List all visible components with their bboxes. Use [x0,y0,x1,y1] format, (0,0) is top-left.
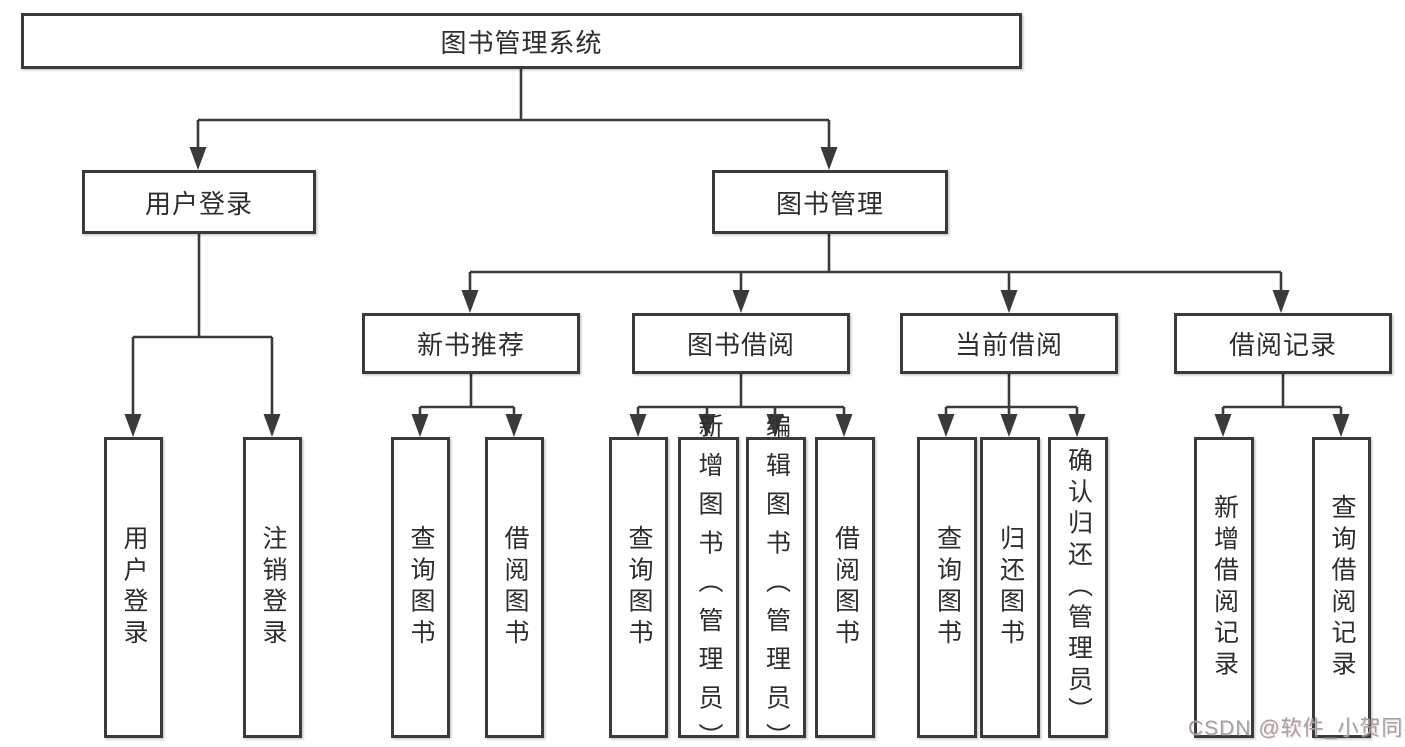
leaf-return-books: 归还图书 [980,437,1040,738]
leaf-edit-books-admin: 编辑图书（管理员） [746,413,806,747]
leaf-query-borrow-record: 查询借阅记录 [1312,437,1371,738]
node-book-borrowing-label: 图书借阅 [686,330,795,360]
node-borrowing-records: 借阅记录 [1174,313,1392,374]
node-borrowing-records-label: 借阅记录 [1228,330,1337,360]
leaf-user-login-label: 用户登录 [120,525,148,650]
leaf-query-books-borrowing: 查询图书 [609,437,668,738]
leaf-user-login: 用户登录 [104,437,163,738]
leaf-confirm-return-admin: 确认归还（管理员） [1048,437,1108,738]
leaf-confirm-return-admin-label: 确认归还（管理员） [1064,446,1093,729]
node-book-borrowing: 图书借阅 [632,313,850,374]
leaf-query-books-borrowing-label: 查询图书 [625,525,653,650]
leaf-query-books-recommend: 查询图书 [391,437,450,738]
node-root-label: 图书管理系统 [440,27,603,58]
leaf-borrow-books-recommend: 借阅图书 [485,437,544,738]
node-user-login-label: 用户登录 [144,188,253,219]
csdn-watermark: CSDN @软件_小贺同学 [1188,717,1405,740]
connector-path [131,69,1343,418]
arrowheads [124,147,1350,437]
leaf-logout: 注销登录 [243,437,302,738]
leaf-borrow-books-recommend-label: 借阅图书 [501,525,529,650]
leaf-borrow-books-borrowing: 借阅图书 [815,437,875,738]
leaf-edit-books-admin-label: 编辑图书（管理员） [762,413,791,747]
leaf-query-books-recommend-label: 查询图书 [407,525,435,650]
node-current-borrowing-label: 当前借阅 [954,330,1063,360]
node-user-login: 用户登录 [82,170,316,234]
leaf-add-borrow-record-label: 新增借阅记录 [1210,493,1239,682]
leaf-add-books-admin: 新增图书（管理员） [678,413,739,747]
leaf-borrow-books-borrowing-label: 借阅图书 [831,525,860,650]
node-new-book-recommend: 新书推荐 [362,313,580,374]
leaf-add-borrow-record: 新增借阅记录 [1194,437,1254,738]
leaf-add-books-admin-label: 新增图书（管理员） [695,413,723,747]
node-root-library-system: 图书管理系统 [21,13,1022,69]
leaf-query-borrow-record-label: 查询借阅记录 [1328,493,1356,682]
leaf-logout-label: 注销登录 [259,525,287,650]
node-new-book-recommend-label: 新书推荐 [416,330,525,360]
node-book-management: 图书管理 [712,170,948,234]
node-current-borrowing: 当前借阅 [900,313,1118,374]
leaf-return-books-label: 归还图书 [996,525,1025,650]
leaf-query-books-current-label: 查询图书 [933,525,962,650]
node-book-management-label: 图书管理 [775,188,884,219]
leaf-query-books-current: 查询图书 [917,437,977,738]
